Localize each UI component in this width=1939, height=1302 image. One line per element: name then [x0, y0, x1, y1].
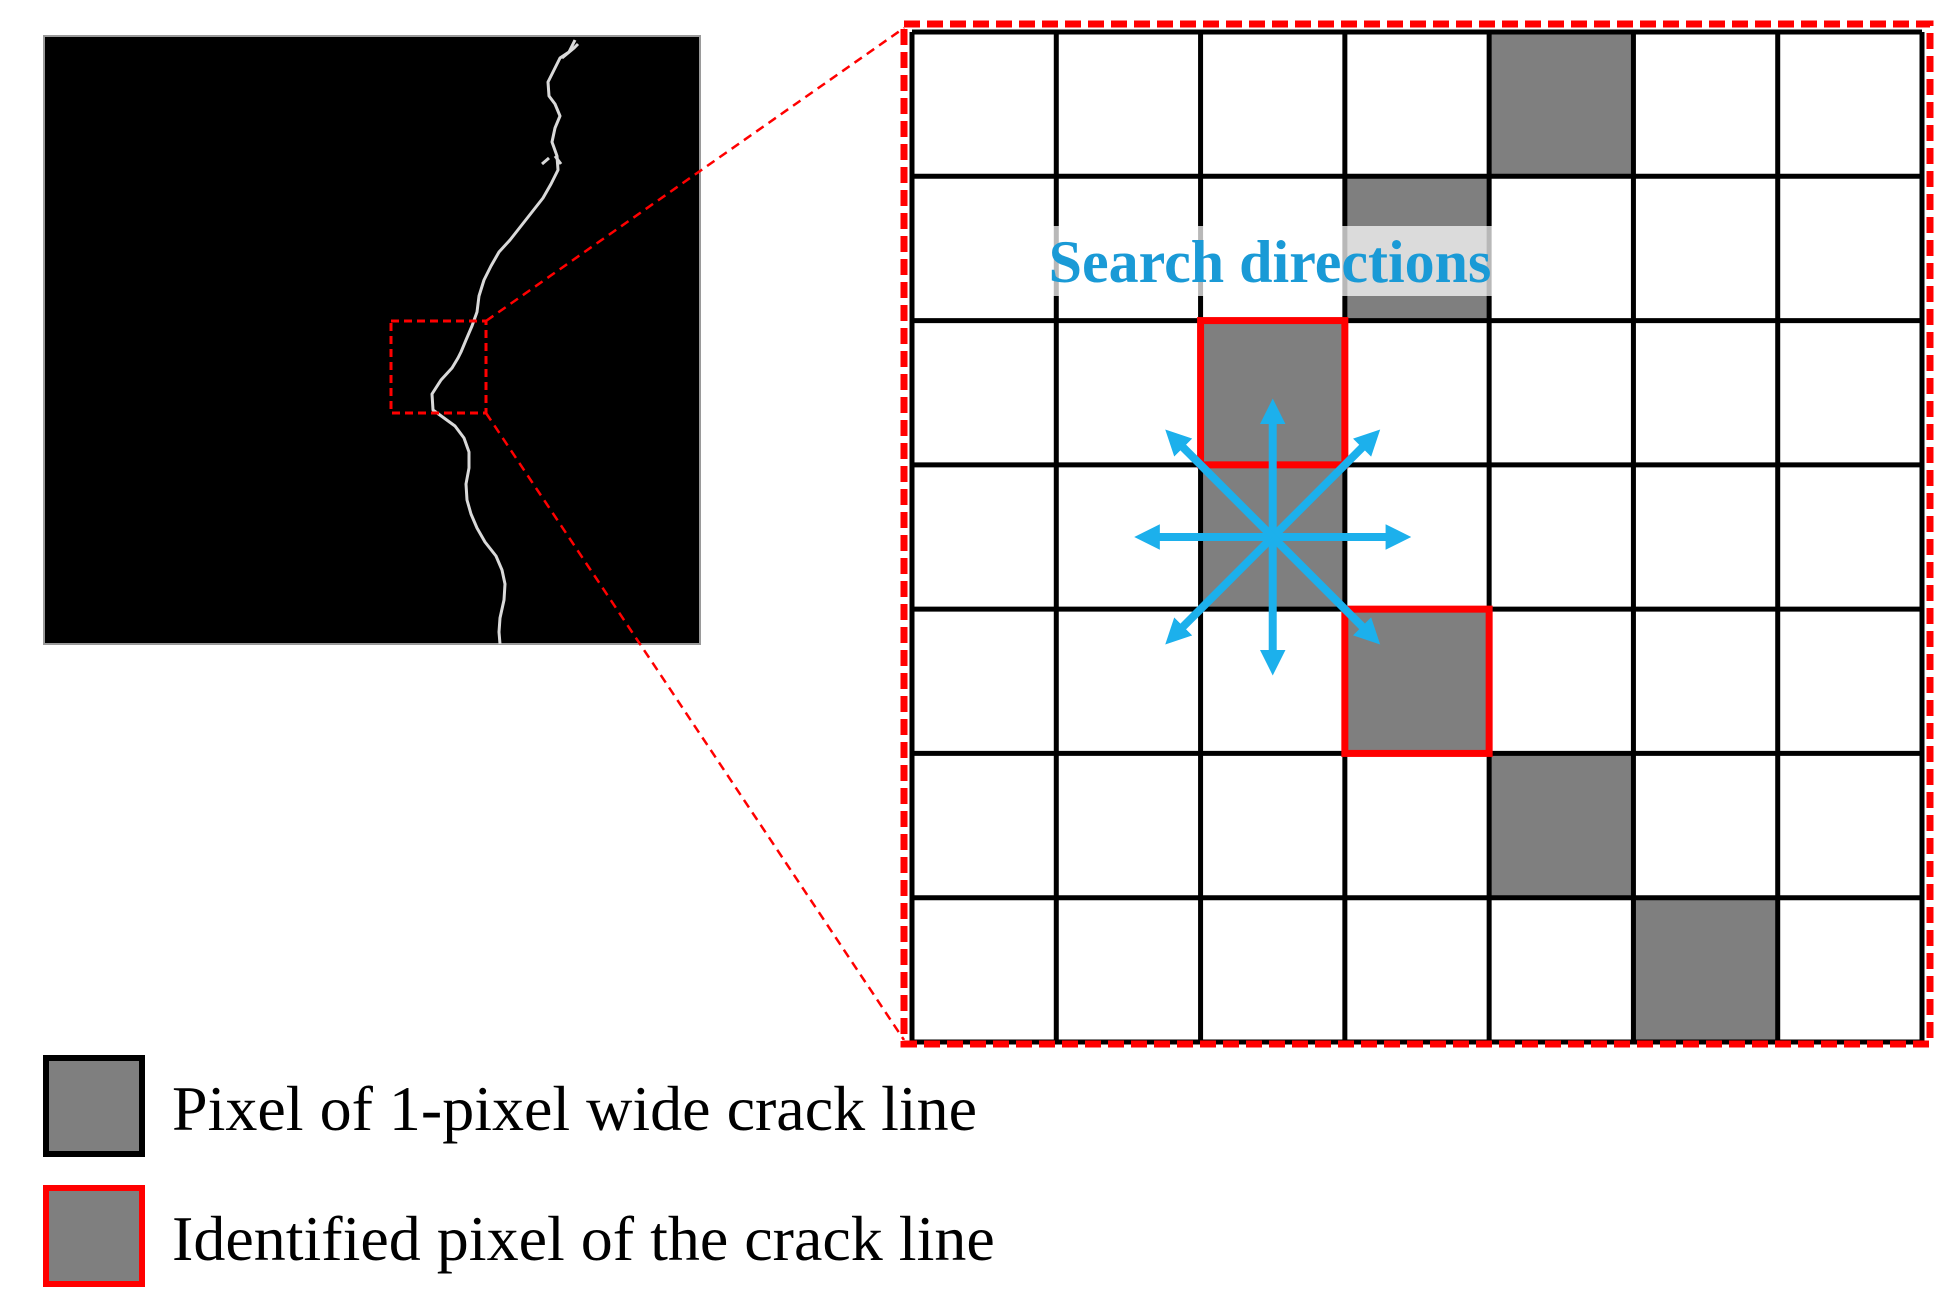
crack-line	[430, 39, 577, 645]
search-arrow-sw	[1165, 534, 1276, 645]
zoom-connector-bottom	[484, 412, 906, 1041]
legend-swatch-crack-pixel	[43, 1055, 145, 1157]
search-directions-label: Search directions	[1049, 229, 1492, 295]
legend-item-crack-pixel: Pixel of 1-pixel wide crack line	[43, 1055, 977, 1157]
crack-branch	[553, 155, 563, 165]
zoom-connector-top	[485, 26, 905, 323]
legend-label-crack-pixel: Pixel of 1-pixel wide crack line	[172, 1073, 977, 1144]
search-arrow-ne	[1269, 429, 1381, 540]
identified-pixel-outline	[1341, 605, 1493, 757]
crack-pixel	[1489, 32, 1634, 177]
pixel-grid	[909, 29, 1925, 1045]
search-arrow-nw	[1165, 429, 1276, 540]
zoom-region-box	[389, 319, 488, 415]
crack-image-background	[43, 35, 701, 645]
search-label-group: Search directions	[962, 226, 1575, 296]
crack-pixel	[1344, 609, 1490, 754]
legend-label-identified-pixel: Identified pixel of the crack line	[172, 1203, 995, 1274]
search-arrow-se	[1269, 534, 1381, 645]
legend-item-identified-pixel: Identified pixel of the crack line	[43, 1185, 995, 1287]
zoom-frame	[900, 20, 1934, 1048]
search-directions-arrows	[1134, 398, 1412, 676]
crack-branch	[561, 42, 580, 60]
legend: Pixel of 1-pixel wide crack line Identif…	[43, 1055, 995, 1287]
search-label-backdrop	[962, 226, 1575, 296]
legend-swatch-identified-pixel	[43, 1185, 145, 1287]
crack-image	[43, 35, 701, 645]
crack-pixel	[1633, 897, 1778, 1042]
crack-pixel	[1489, 753, 1634, 898]
crack-branch	[541, 156, 550, 166]
